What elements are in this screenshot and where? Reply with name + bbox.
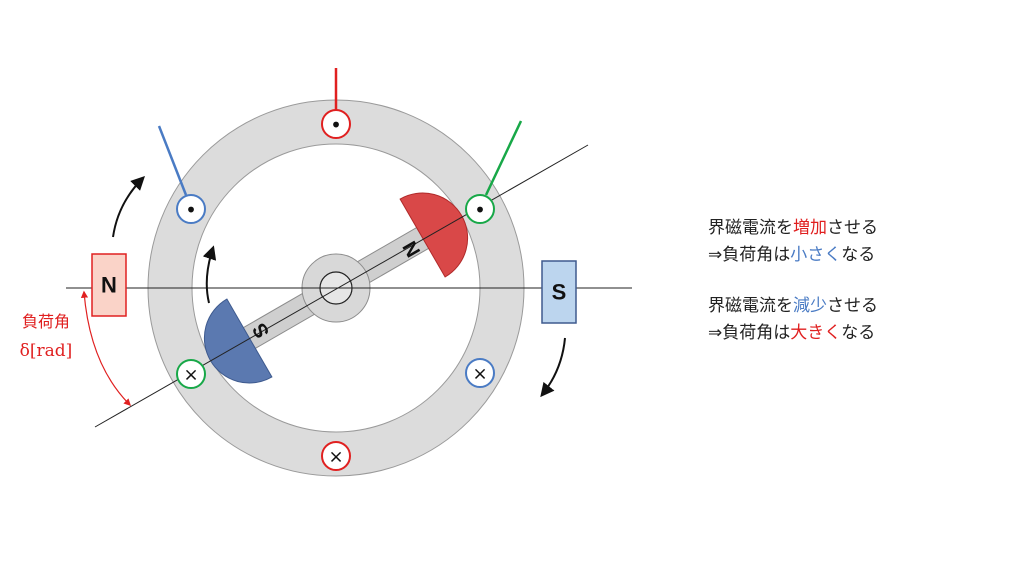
stator-north-label: N [101,273,117,298]
rotor-rotation-arrow [202,245,217,304]
blue-coil-out-dot: • [185,198,197,222]
note-increase-line1: 界磁電流を増加させる [708,215,878,242]
blue-coil-lead [157,125,188,196]
blue-coil-in-cross: × [472,364,487,385]
rotor-south-pole [203,298,273,384]
note-text: 界磁電流を [708,296,793,316]
note-highlight-smaller: 小さく [790,245,842,265]
note-text: ⇒負荷角は [708,323,791,343]
left-rotation-arrow [112,176,145,238]
green-coil-out [465,194,495,224]
note-text: させる [827,296,878,316]
red-coil-in-cross: × [328,447,343,468]
blue-coil-out [176,194,206,224]
blue-coil-in [465,358,495,388]
note-highlight-increase: 増加 [793,218,827,238]
red-coil-in [321,441,351,471]
note-text: なる [841,245,876,265]
stator-south-magnet [541,260,577,324]
note-increase: 界磁電流を増加させる ⇒負荷角は小さくなる [708,215,878,269]
green-coil-in-cross: × [183,365,198,386]
rotor-north-pole [399,192,469,278]
right-rotation-arrow [540,337,566,398]
green-coil-out-dot: • [474,198,486,222]
rotor-axis-line [94,144,589,428]
note-highlight-larger: 大きく [790,323,842,343]
note-decrease-line2: ⇒負荷角は大きくなる [708,320,878,347]
stator-south-label: S [552,280,567,305]
green-coil-in [176,359,206,389]
note-text: ⇒負荷角は [708,245,791,265]
note-increase-line2: ⇒負荷角は小さくなる [708,242,878,269]
note-decrease-line1: 界磁電流を減少させる [708,293,878,320]
note-text: 界磁電流を [708,218,793,238]
load-angle-arc [80,290,132,407]
load-angle-symbol: δ[rad] [20,341,73,361]
note-highlight-decrease: 減少 [793,296,827,316]
note-text: させる [827,218,878,238]
note-text: なる [841,323,876,343]
red-coil-out-dot: • [330,113,342,137]
red-coil-out [321,109,351,139]
green-coil-lead [484,120,523,196]
load-angle-label: 負荷角 [22,312,70,331]
note-decrease: 界磁電流を減少させる ⇒負荷角は大きくなる [708,293,878,347]
